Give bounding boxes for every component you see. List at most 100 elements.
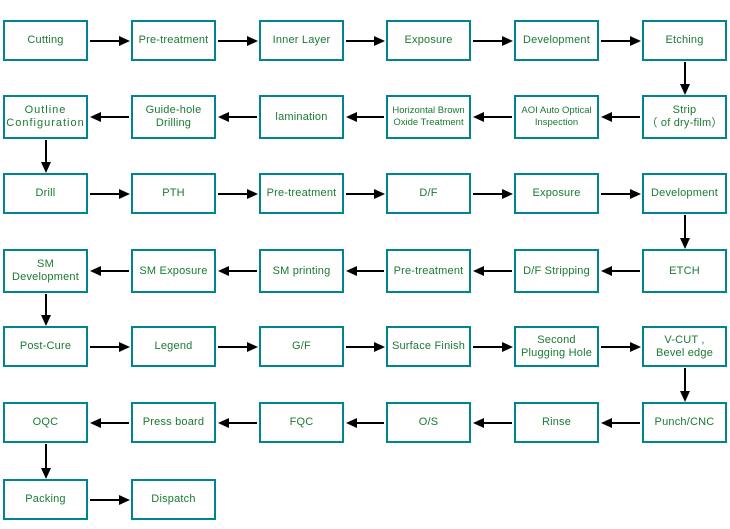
flow-arrow-head	[473, 112, 484, 122]
flow-arrow-head	[473, 266, 484, 276]
flow-arrow-head	[601, 112, 612, 122]
flow-arrow-horizontal	[610, 421, 640, 424]
process-node-label: Second Plugging Hole	[520, 333, 593, 359]
flow-arrow-head	[502, 341, 513, 352]
flow-arrow-horizontal	[473, 39, 503, 42]
flow-arrow-head	[473, 417, 484, 428]
flow-arrow-head	[679, 391, 690, 402]
process-node-label: Pre-treatment	[138, 34, 209, 46]
flow-arrow-head	[630, 35, 641, 46]
flow-arrow-head	[119, 35, 130, 46]
process-node-label: ETCH	[669, 264, 700, 277]
process-node-label: Strip （ of dry-film）	[646, 104, 723, 129]
flow-arrow-horizontal	[601, 345, 631, 348]
flow-arrow-vertical	[44, 140, 47, 163]
flow-arrow-vertical	[683, 62, 686, 85]
process-node-label: Etching	[665, 34, 704, 46]
flow-arrow-horizontal	[218, 345, 248, 348]
process-node: Outline Configuration	[3, 95, 88, 139]
process-node: OQC	[3, 402, 88, 443]
process-node-label: D/F Stripping	[523, 264, 590, 277]
process-node: Inner Layer	[259, 20, 344, 61]
flow-arrow-horizontal	[482, 421, 512, 424]
process-node: lamination	[259, 95, 344, 139]
flow-arrow-head	[601, 266, 612, 276]
flow-arrow-horizontal	[346, 39, 375, 42]
flow-arrow-horizontal	[99, 421, 129, 424]
process-node-label: Horizontal Brown Oxide Treatment	[392, 105, 465, 128]
flow-arrow-horizontal	[355, 116, 384, 118]
flow-arrow-head	[218, 417, 229, 428]
process-node: Horizontal Brown Oxide Treatment	[386, 95, 471, 139]
flow-arrow-horizontal	[601, 39, 631, 42]
process-node: O/S	[386, 402, 471, 443]
process-node: Second Plugging Hole	[514, 326, 599, 367]
process-node-label: Drill	[35, 187, 56, 199]
flow-arrow-head	[346, 266, 357, 276]
process-node: Packing	[3, 479, 88, 520]
process-node: Punch/CNC	[642, 402, 727, 443]
process-node: Drill	[3, 173, 88, 214]
process-node: ETCH	[642, 249, 727, 293]
flow-arrow-head	[119, 341, 130, 352]
flow-arrow-head	[247, 35, 258, 46]
process-node: Pre-treatment	[386, 249, 471, 293]
flow-arrow-head	[502, 188, 513, 199]
process-node-label: Pre-treatment	[393, 264, 464, 277]
process-node: Development	[642, 173, 727, 214]
flow-arrow-head	[679, 84, 690, 95]
process-node-label: Packing	[25, 493, 66, 505]
flow-arrow-horizontal	[355, 421, 384, 424]
flow-arrow-head	[630, 341, 641, 352]
flow-arrow-horizontal	[355, 270, 384, 272]
flow-arrow-horizontal	[346, 192, 375, 195]
flow-arrow-horizontal	[473, 192, 503, 195]
process-node-label: Exposure	[404, 34, 453, 46]
process-node: Exposure	[386, 20, 471, 61]
flow-arrow-horizontal	[473, 345, 503, 348]
flow-arrow-horizontal	[99, 270, 129, 272]
flow-arrow-head	[374, 188, 385, 199]
process-node-label: Punch/CNC	[654, 416, 715, 428]
process-node: SM Exposure	[131, 249, 216, 293]
process-node-label: SM Development	[11, 258, 79, 283]
process-node-label: lamination	[275, 110, 328, 123]
process-node-label: Legend	[154, 340, 193, 352]
flow-arrow-head	[90, 266, 101, 276]
process-node: Pre-treatment	[131, 20, 216, 61]
process-node-label: Development	[650, 187, 718, 199]
flow-arrow-horizontal	[90, 345, 120, 348]
process-node: Dispatch	[131, 479, 216, 520]
process-node-label: Dispatch	[151, 493, 196, 505]
process-node: Exposure	[514, 173, 599, 214]
flow-arrow-head	[218, 112, 229, 122]
process-node: Etching	[642, 20, 727, 61]
process-node: Development	[514, 20, 599, 61]
process-node-label: Pre-treatment	[266, 187, 337, 199]
flow-arrow-head	[90, 417, 101, 428]
process-node: D/F	[386, 173, 471, 214]
flow-arrow-horizontal	[227, 421, 257, 424]
process-node: Strip （ of dry-film）	[642, 95, 727, 139]
process-node: Press board	[131, 402, 216, 443]
process-node-label: SM Exposure	[139, 264, 208, 277]
process-node-label: AOI Auto Optical Inspection	[521, 105, 592, 128]
flow-arrow-vertical	[44, 444, 47, 469]
process-node: Pre-treatment	[259, 173, 344, 214]
process-node: Post-Cure	[3, 326, 88, 367]
flow-arrow-head	[218, 266, 229, 276]
process-node-label: V-CUT , Bevel edge	[655, 333, 714, 359]
process-node: D/F Stripping	[514, 249, 599, 293]
process-node: AOI Auto Optical Inspection	[514, 95, 599, 139]
flow-arrow-vertical	[683, 215, 686, 239]
process-node-label: Exposure	[532, 187, 581, 199]
flow-arrow-head	[601, 417, 612, 428]
flow-arrow-vertical	[44, 294, 47, 316]
flow-arrow-head	[374, 35, 385, 46]
flow-arrow-head	[346, 417, 357, 428]
flow-arrow-head	[40, 468, 51, 479]
flow-arrow-horizontal	[90, 498, 120, 501]
flow-arrow-horizontal	[601, 192, 631, 195]
flow-arrow-horizontal	[90, 192, 120, 195]
